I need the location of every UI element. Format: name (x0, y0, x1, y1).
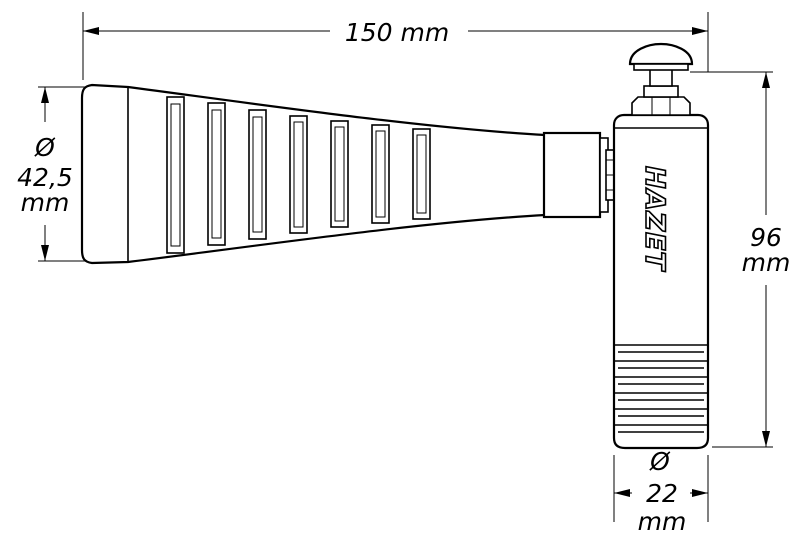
height-unit: mm (742, 248, 791, 277)
push-button (628, 42, 694, 66)
face-diameter-value: 42,5 (17, 163, 73, 192)
height-dimension: 96 mm (690, 71, 791, 448)
height-value: 96 (750, 223, 782, 252)
length-dimension: 150 mm (82, 12, 709, 80)
connector-collar (542, 131, 615, 219)
base-diameter-symbol: Ø (649, 447, 671, 476)
face-diameter-symbol: Ø (34, 133, 56, 162)
push-button-assembly (628, 42, 694, 116)
face-diameter-unit: mm (21, 188, 70, 217)
handle-body: HAZET (612, 113, 710, 450)
length-label: 150 mm (345, 18, 449, 47)
brand-logo: HAZET (639, 166, 670, 273)
base-diameter-unit: mm (638, 507, 687, 536)
trumpet-sleeve (80, 83, 547, 265)
face-diameter-dimension: Ø 42,5 mm (17, 86, 88, 262)
base-diameter-value: 22 (646, 479, 678, 508)
handle-grooves (614, 344, 708, 433)
base-diameter-dimension: Ø 22 mm (613, 447, 709, 536)
sleeve-ribs (166, 96, 431, 254)
